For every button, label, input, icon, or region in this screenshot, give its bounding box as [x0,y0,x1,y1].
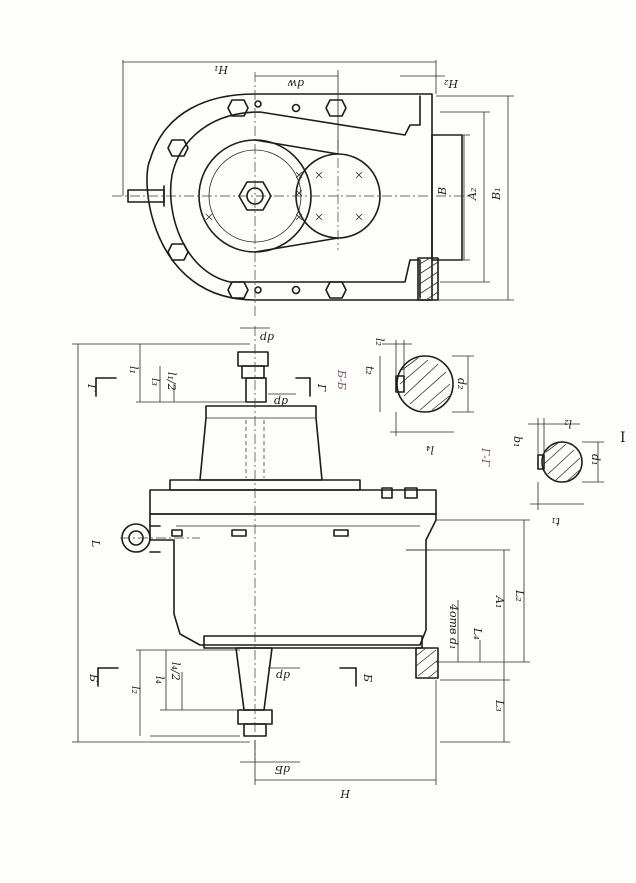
dim-db: dБ [275,763,290,776]
section-b-title: Б-Б [335,369,348,390]
section-g-title: Г-Г [479,447,492,467]
cut-mark-g-right: Г [315,383,328,392]
dim-holes: 4отв d₁ [447,603,460,649]
dim-a1: A₁ [493,595,506,608]
dim-l4-right: L₄ [471,627,484,640]
section-b-l2: l₂ [373,338,386,346]
section-g-g: Г-Г l₂ b₁ d₁ t₁ [479,417,604,528]
dim-l: L [89,539,102,547]
section-g-b1: b₁ [511,436,524,447]
dim-h: H [340,787,351,800]
section-g-t1: t₁ [551,515,560,528]
cut-mark-b-right: Б [361,673,374,682]
section-b-b: Б-Б l₂ t₂ d₂ l₄ [335,338,474,456]
dim-l3-right: L₃ [493,699,506,712]
cut-mark-g-left: Г [85,383,98,392]
dim-l2: l₂ [129,686,142,694]
dim-l1-half: l₁/2 [165,372,178,391]
dim-b: B [436,187,449,196]
side-view: L l₁ l₃ l₁/2 dp dp A₁ L₂ 4отв d₁ L₄ L₃ l… [72,326,530,800]
cut-mark-b-left: Б [87,673,100,682]
dim-dw: dw [287,77,304,90]
dim-a2: A₂ [466,188,479,201]
dim-l2-right: L₂ [513,589,526,602]
dim-dp-mid: dp [274,395,288,408]
sheet-index: I [620,430,626,446]
section-g-d1: d₁ [589,454,602,465]
dim-b1: B₁ [490,188,503,202]
section-g-l2: l₂ [564,417,572,430]
dim-l1: l₁ [127,366,140,374]
dim-l3: l₃ [149,378,162,386]
section-b-l4: l₄ [426,443,434,456]
dim-l4: l₄ [153,676,166,684]
section-b-t2: t₂ [363,366,376,375]
dim-dp-top: dp [260,331,274,344]
section-b-d2: d₂ [455,378,468,389]
dim-l4-half: l₄/2 [169,662,182,681]
dim-h1: H₁ [214,63,229,76]
dim-dp-low: dp [276,669,290,682]
top-view: H₁ dw H₂ B A₂ B₁ [112,60,514,316]
dim-h2: H₂ [444,77,459,90]
